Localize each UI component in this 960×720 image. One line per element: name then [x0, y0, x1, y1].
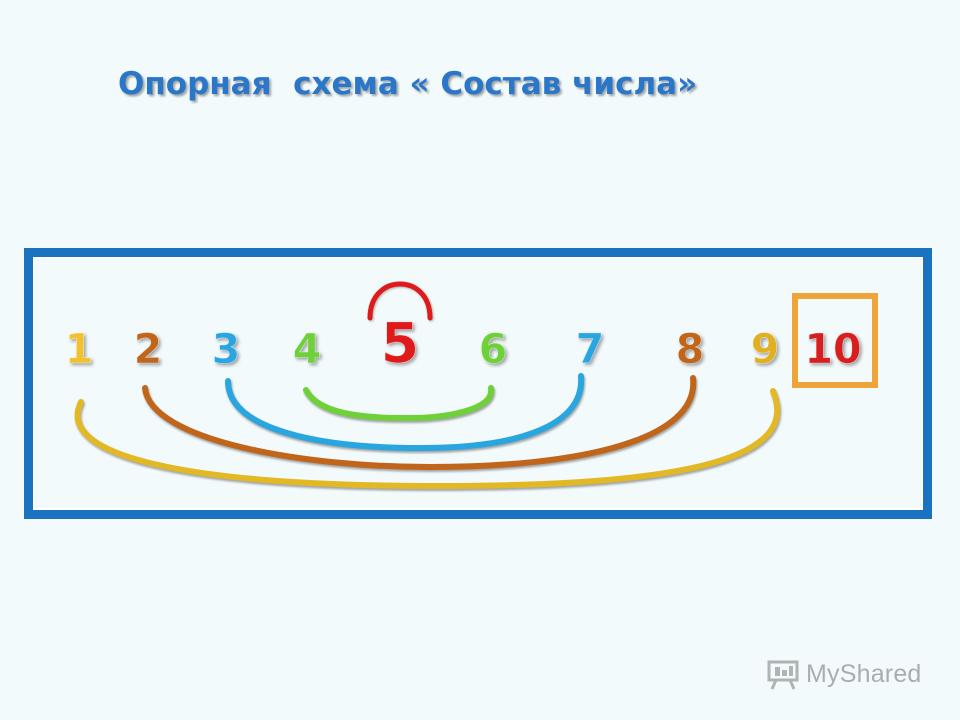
number-4: 4	[293, 325, 322, 373]
number-2: 2	[134, 325, 163, 373]
page-title: Опорная схема « Состав числа»	[118, 66, 698, 102]
arc-over-5	[367, 281, 433, 321]
number-10: 10	[804, 325, 861, 373]
arc-3-7	[225, 373, 585, 452]
number-5: 5	[381, 311, 419, 375]
arc-1-9	[74, 388, 781, 490]
watermark: MyShared	[766, 654, 922, 694]
arc-4-6	[303, 385, 495, 422]
number-8: 8	[676, 325, 705, 373]
highlight-box-10	[792, 293, 878, 388]
number-1: 1	[65, 325, 94, 373]
number-7: 7	[576, 325, 605, 373]
number-9: 9	[751, 325, 780, 373]
number-6: 6	[479, 325, 508, 373]
number-composition-frame	[24, 248, 932, 519]
watermark-text: MyShared	[806, 659, 922, 688]
presentation-board-icon	[767, 660, 799, 690]
number-3: 3	[212, 325, 241, 373]
arc-2-8	[142, 375, 697, 471]
